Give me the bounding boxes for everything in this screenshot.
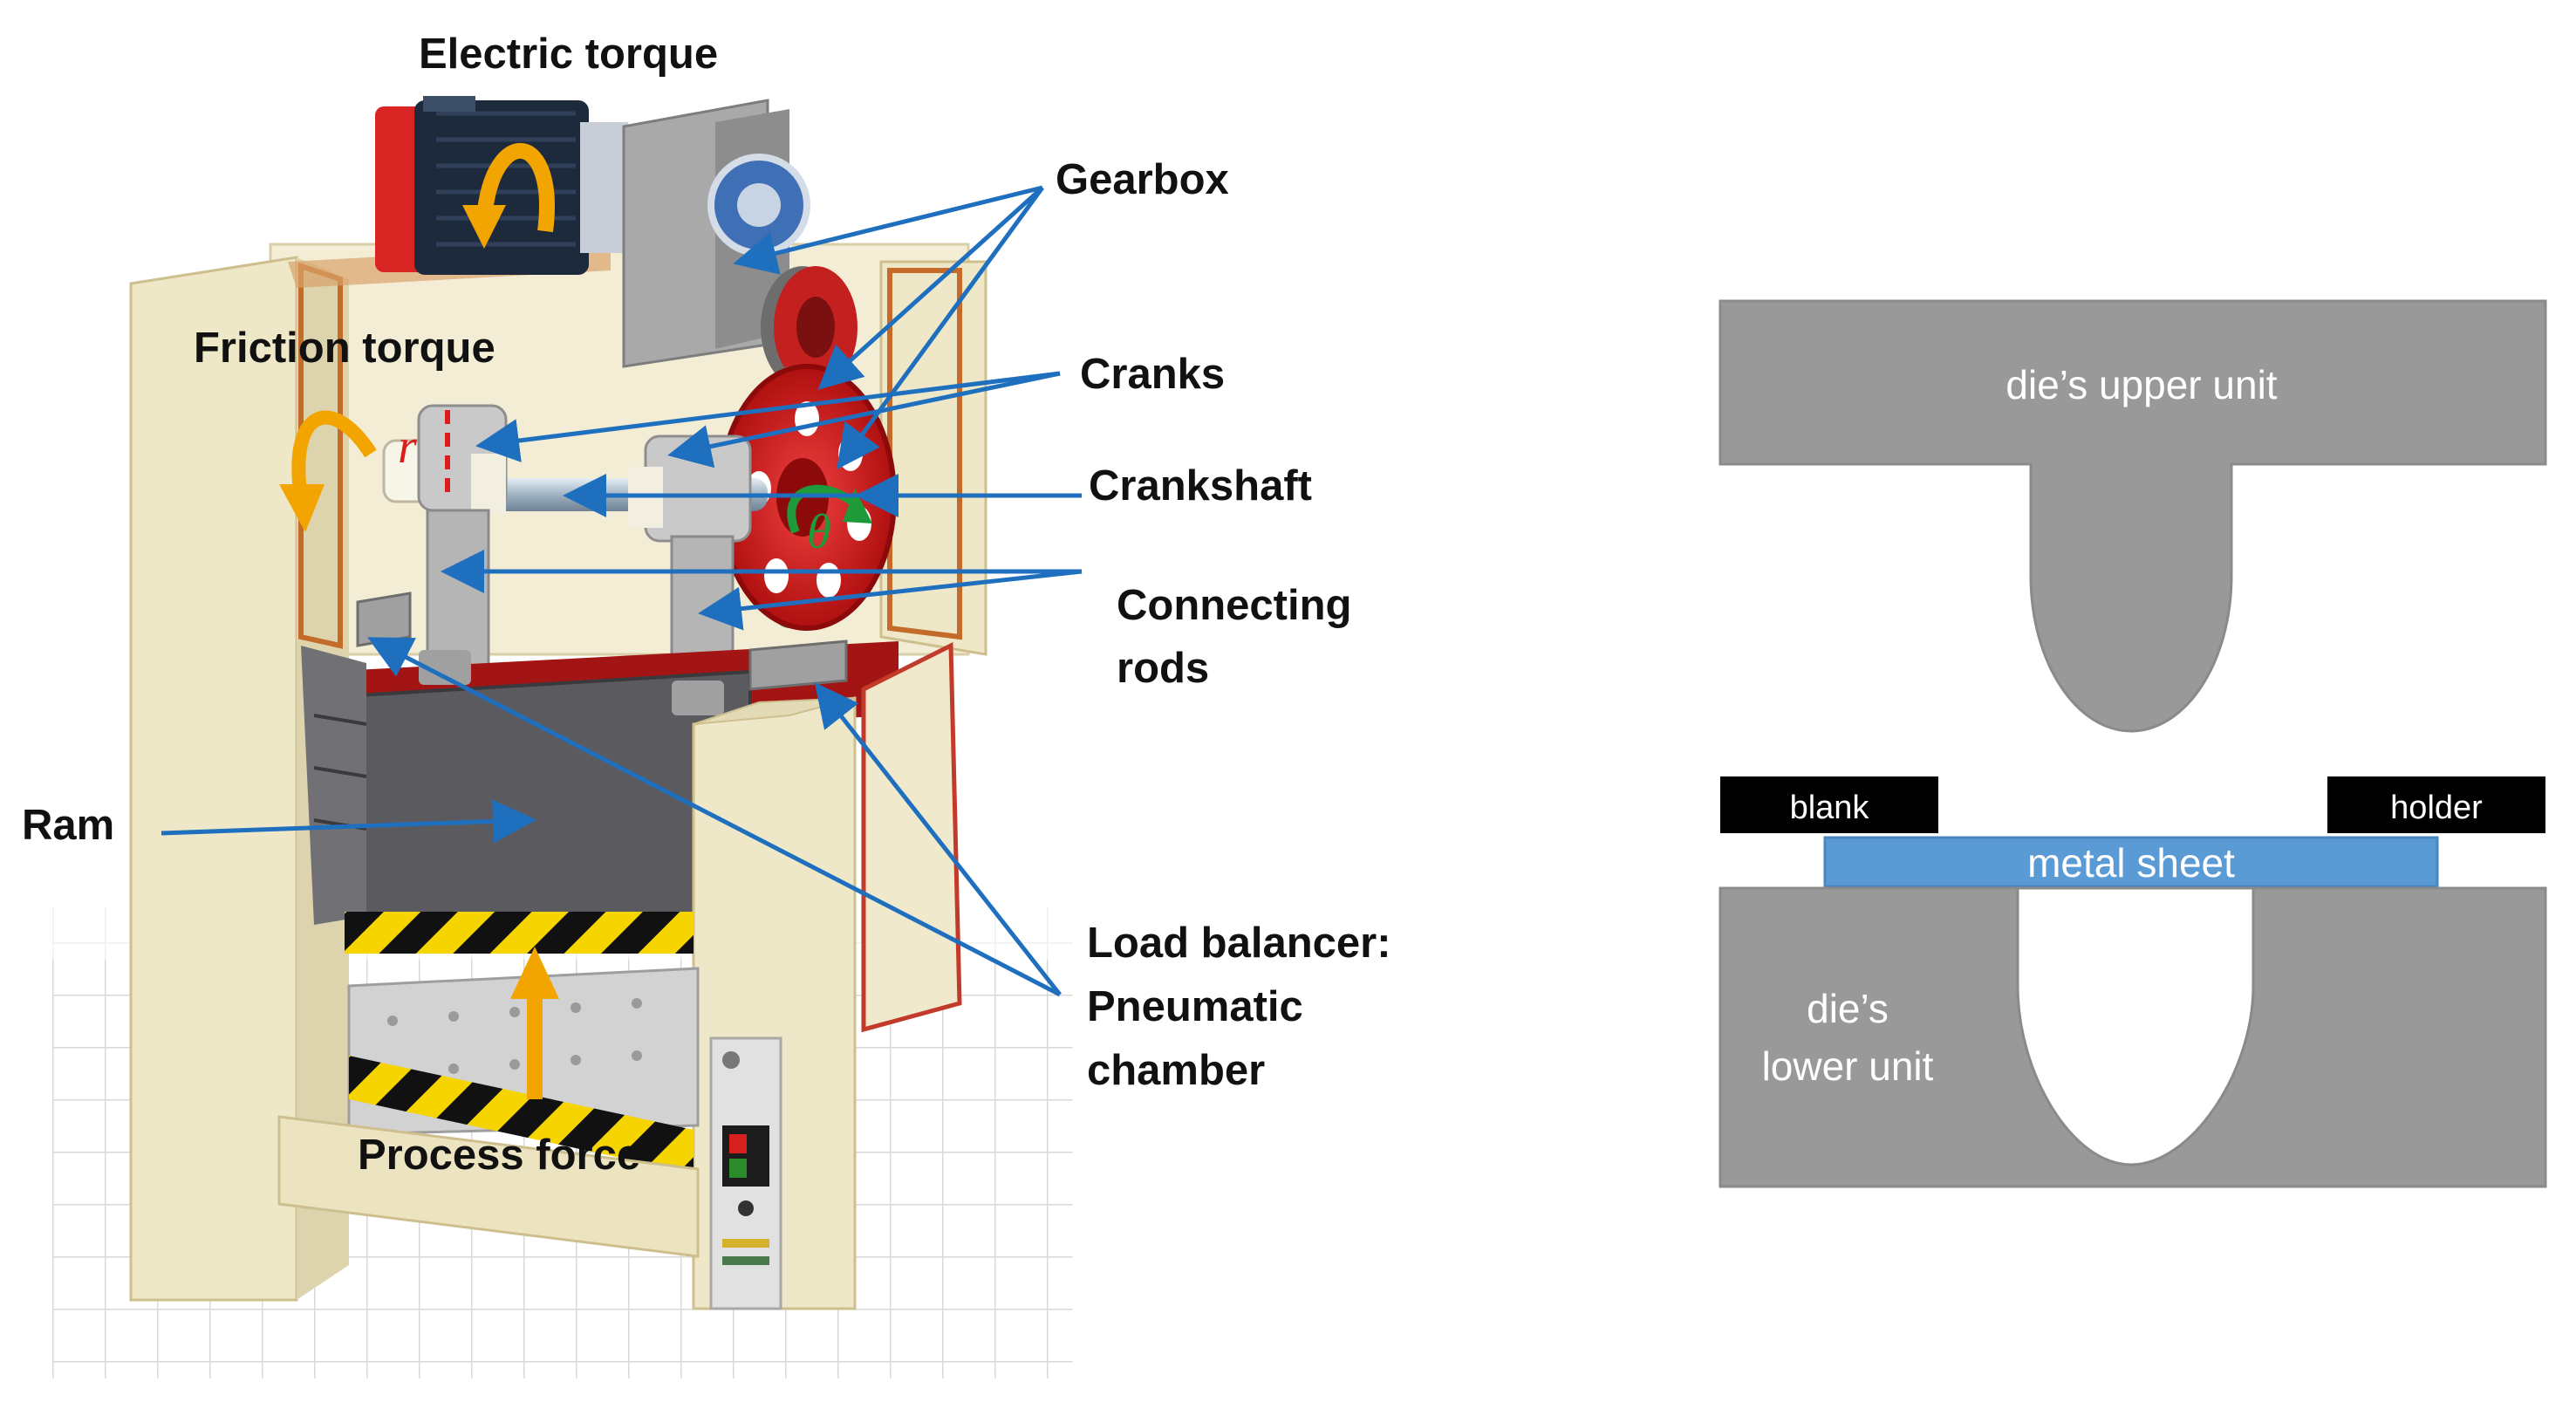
left-column xyxy=(129,256,298,1302)
gearbox-leader-3 xyxy=(837,186,1045,470)
die-cross-section: die’s upper unit blank holder metal shee… xyxy=(1718,299,2547,1188)
load-balancer-leader-1 xyxy=(367,637,1062,997)
gearbox-housing xyxy=(622,99,810,368)
cranks-leader-2 xyxy=(667,371,1061,469)
electric-torque-label: Electric torque xyxy=(419,31,718,78)
gearbox-leader-1 xyxy=(733,185,1043,275)
electric-motor xyxy=(375,96,628,275)
right-side-chamber xyxy=(861,642,962,1033)
blank-holder-label-right: holder xyxy=(2390,790,2483,826)
right-pneumatic-chamber xyxy=(748,640,848,691)
process-force-label: Process force xyxy=(358,1132,640,1179)
connecting-rods-label-line1: Connecting xyxy=(1117,582,1351,629)
die-lower-unit xyxy=(1718,886,2547,1188)
friction-torque-label: Friction torque xyxy=(194,325,495,372)
gearbox-label: Gearbox xyxy=(1056,156,1229,203)
upper-hazard-stripe xyxy=(345,912,694,954)
load-balancer-label-line3: chamber xyxy=(1087,1047,1265,1094)
die-lower-unit-label-line1: die’s xyxy=(1807,986,1889,1031)
blank-holder-label-left: blank xyxy=(1790,790,1870,826)
ram-label: Ram xyxy=(22,802,114,849)
angle-symbol: θ xyxy=(807,505,831,559)
ram-leader xyxy=(161,799,536,844)
leader-arrows xyxy=(161,185,1083,997)
load-balancer-label-line2: Pneumatic xyxy=(1087,983,1303,1030)
crankshaft-label: Crankshaft xyxy=(1089,462,1312,510)
load-balancer-leader-2 xyxy=(814,682,1062,996)
metal-sheet xyxy=(1823,836,2439,888)
gearbox-leader-2 xyxy=(817,186,1044,390)
die-lower-unit-label-line2: lower unit xyxy=(1762,1043,1934,1089)
left-connecting-rod xyxy=(426,509,490,674)
die-upper-unit xyxy=(1718,299,2547,733)
cranks-leader-1 xyxy=(475,371,1061,462)
load-balancer-label-line1: Load balancer: xyxy=(1087,920,1391,967)
press-labels: Electric torque Gearbox Friction torque … xyxy=(22,31,1391,1179)
radius-symbol: r xyxy=(398,420,417,474)
connecting-rods-label-line2: rods xyxy=(1117,645,1209,692)
blank-holder-right xyxy=(2327,776,2545,833)
connecting-rods-leader-2 xyxy=(698,569,1083,631)
control-panel xyxy=(709,1036,782,1310)
press-base xyxy=(277,1115,700,1258)
blank-holder-left xyxy=(1720,776,1938,833)
process-force-arrow xyxy=(510,947,559,1099)
lower-hazard-stripe xyxy=(349,1056,694,1173)
left-pneumatic-chamber xyxy=(356,592,412,647)
die-upper-unit-label: die’s upper unit xyxy=(2005,362,2277,407)
cranks-label: Cranks xyxy=(1080,351,1225,398)
metal-sheet-label: metal sheet xyxy=(2027,840,2235,886)
friction-torque-arrow xyxy=(279,410,377,532)
electric-torque-arrow xyxy=(462,143,555,249)
